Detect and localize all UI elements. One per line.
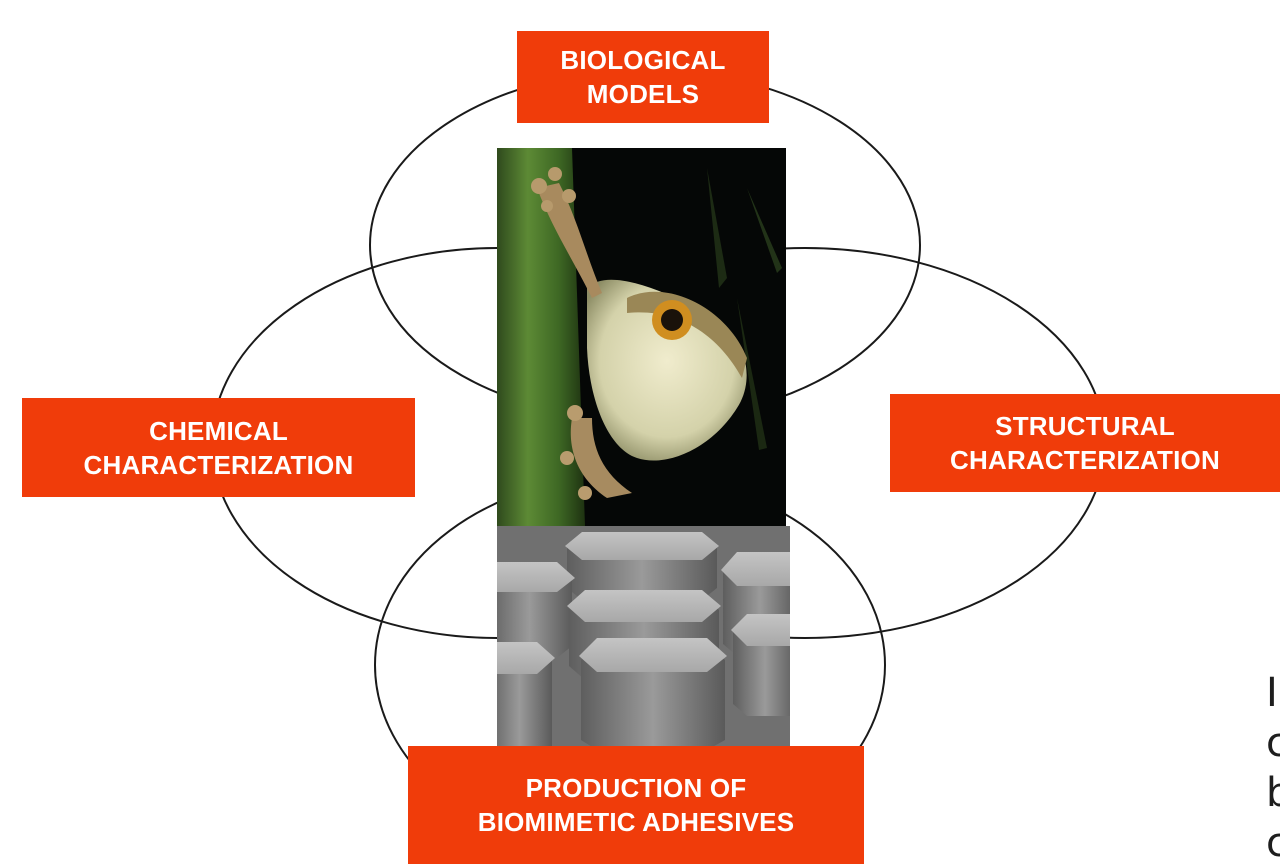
micropillar-array-sem-image — [497, 526, 790, 750]
cropped-text-line4: c — [1266, 822, 1280, 864]
tree-frog-photo — [497, 148, 786, 526]
cropped-text-line2: c — [1266, 722, 1280, 764]
label-chemical-line1: CHEMICAL — [149, 414, 288, 448]
label-biological-models-line2: MODELS — [587, 77, 699, 111]
label-production-line2: BIOMIMETIC ADHESIVES — [478, 805, 795, 839]
label-biological-models: BIOLOGICAL MODELS — [517, 31, 769, 123]
label-production-line1: PRODUCTION OF — [526, 771, 747, 805]
cropped-text-line3: b — [1266, 772, 1280, 814]
label-biological-models-line1: BIOLOGICAL — [560, 43, 725, 77]
cropped-text-line1: I — [1266, 672, 1278, 714]
label-chemical-characterization: CHEMICAL CHARACTERIZATION — [22, 398, 415, 497]
label-structural-line2: CHARACTERIZATION — [950, 443, 1220, 477]
label-structural-line1: STRUCTURAL — [995, 409, 1175, 443]
label-production-biomimetic-adhesives: PRODUCTION OF BIOMIMETIC ADHESIVES — [408, 746, 864, 864]
label-chemical-line2: CHARACTERIZATION — [84, 448, 354, 482]
label-structural-characterization: STRUCTURAL CHARACTERIZATION — [890, 394, 1280, 492]
